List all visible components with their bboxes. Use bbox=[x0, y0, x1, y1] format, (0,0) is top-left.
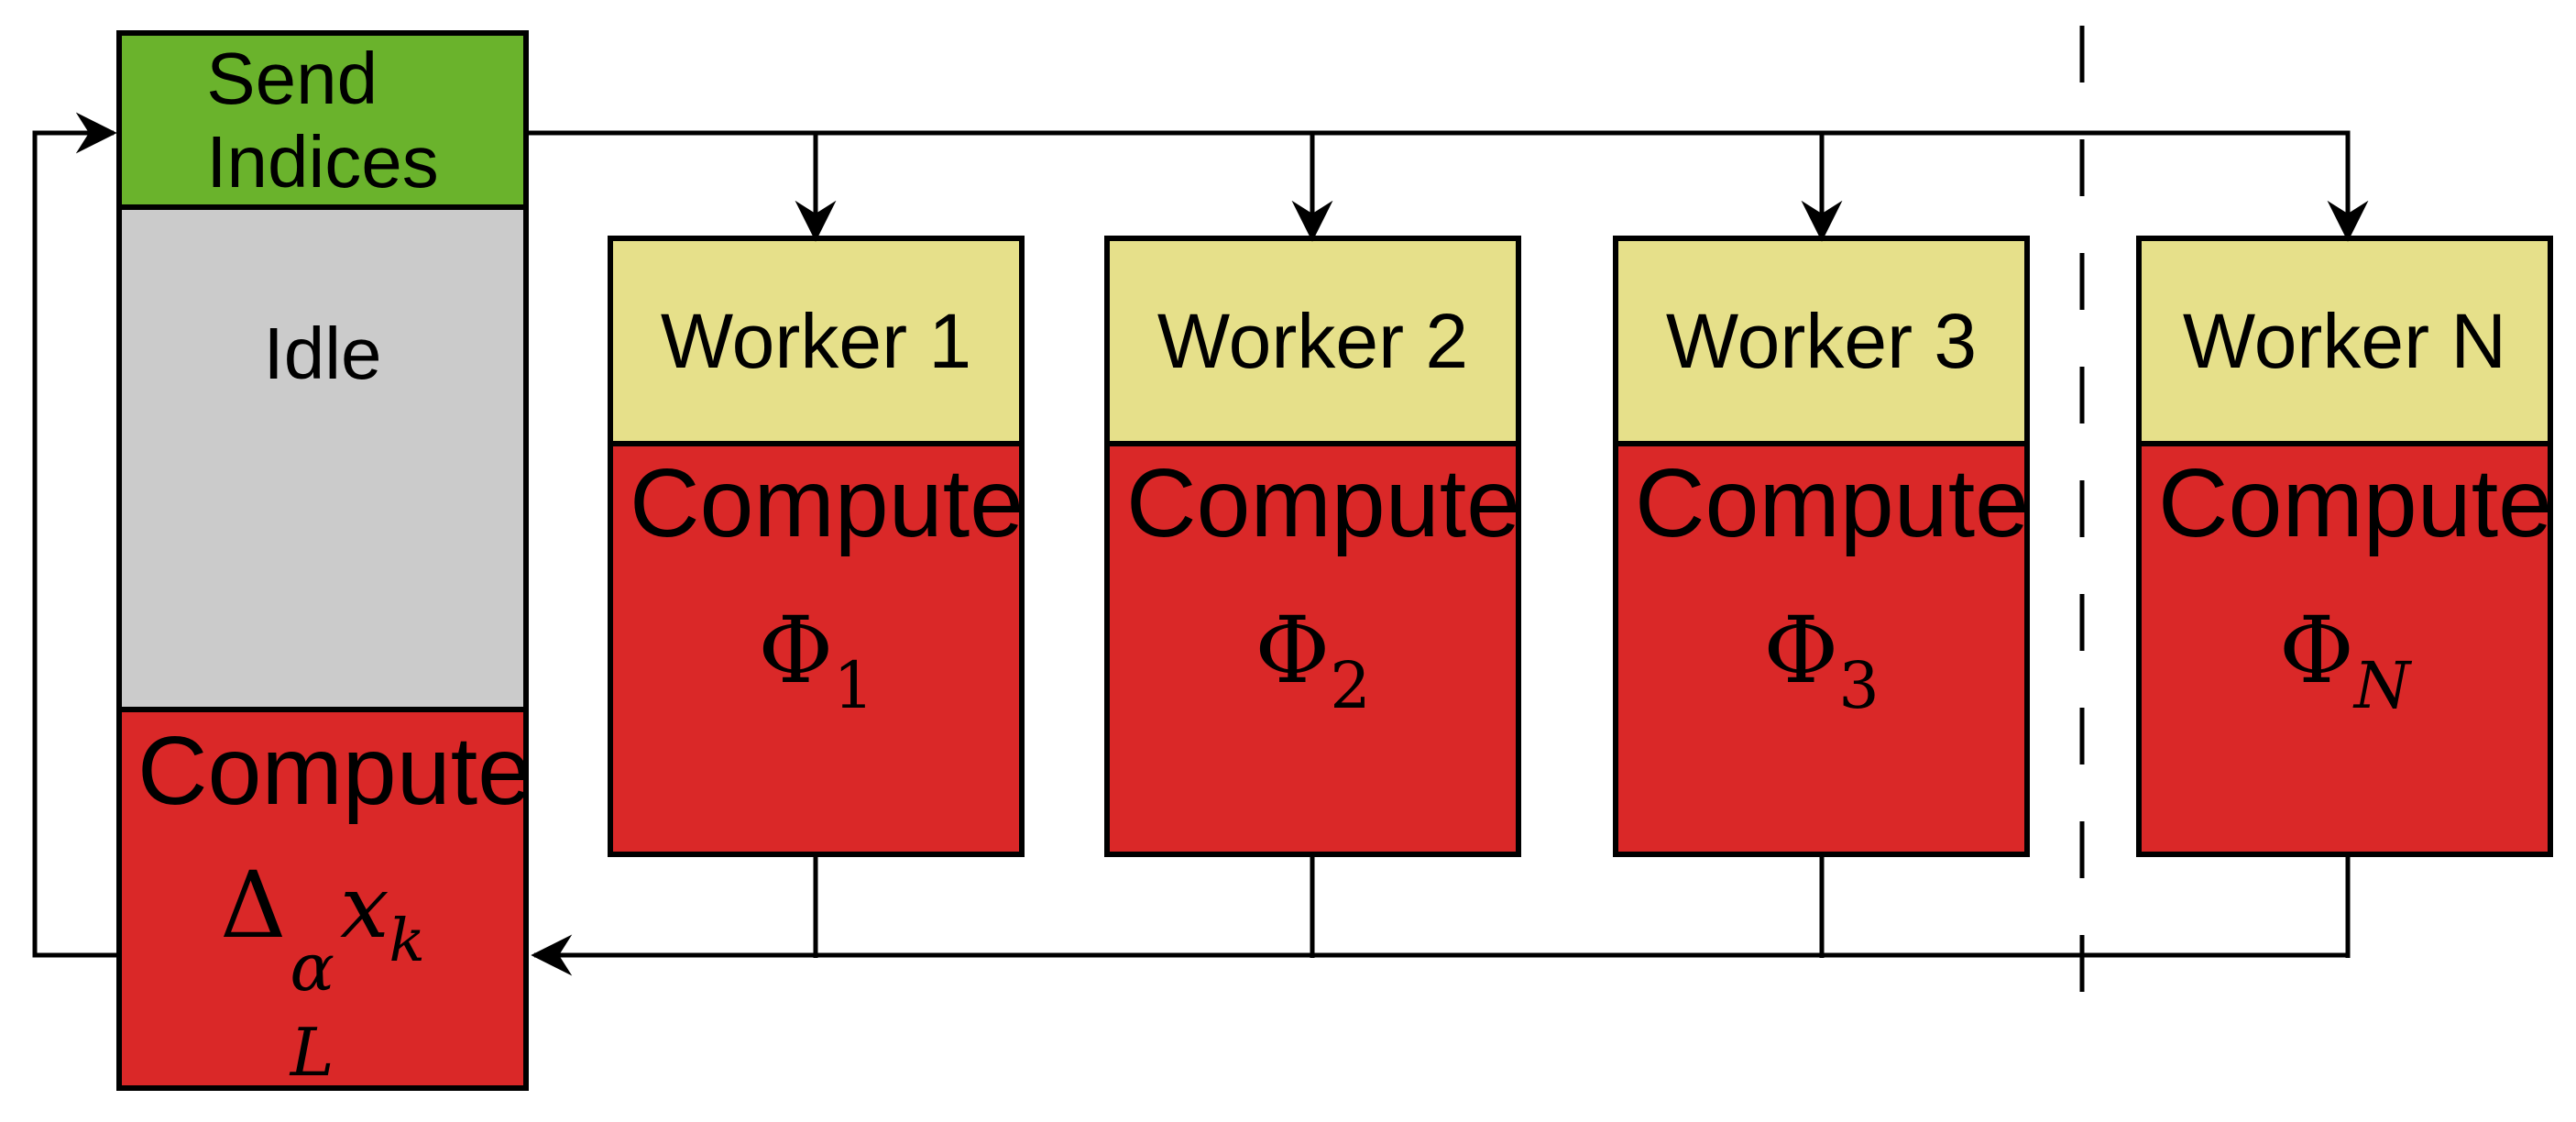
worker-1-phi-formula: Φ1 bbox=[613, 597, 1019, 723]
master-idle-section: Idle bbox=[122, 210, 523, 712]
delta-symbol: Δ bbox=[220, 852, 287, 959]
worker-2-compute-section: Compute Φ2 bbox=[1110, 446, 1521, 723]
worker-2-label: Worker 2 bbox=[1156, 297, 1469, 384]
worker-n-label: Worker N bbox=[2182, 297, 2507, 384]
phi-symbol: Φ bbox=[2278, 597, 2354, 704]
worker-3-label: Worker 3 bbox=[1665, 297, 1978, 384]
worker-2-header: Worker 2 bbox=[1110, 241, 1516, 446]
k-subscript: k bbox=[389, 907, 425, 975]
l-subscript: L bbox=[290, 1014, 334, 1091]
distribution-line bbox=[527, 130, 2369, 242]
worker-3-phi-formula: Φ3 bbox=[1618, 597, 2024, 723]
worker-n-compute-section: Compute ΦN bbox=[2142, 446, 2553, 723]
x-variable: x bbox=[339, 857, 389, 958]
worker-1-label: Worker 1 bbox=[660, 297, 972, 384]
phi-subscript: 3 bbox=[1838, 648, 1880, 723]
worker-3-header: Worker 3 bbox=[1618, 241, 2024, 446]
send-indices-label: Send Indices bbox=[206, 37, 438, 204]
worker-1-box: Worker 1 Compute Φ1 bbox=[608, 236, 1025, 857]
alpha-superscript: α bbox=[290, 929, 334, 1006]
master-compute-label: Compute bbox=[137, 717, 532, 825]
phi-symbol: Φ bbox=[758, 597, 834, 704]
worker-3-compute-section: Compute Φ3 bbox=[1618, 446, 2030, 723]
phi-symbol: Φ bbox=[1255, 597, 1331, 704]
worker-1-compute-section: Compute Φ1 bbox=[613, 446, 1025, 723]
worker-n-box: Worker N Compute ΦN bbox=[2136, 236, 2553, 857]
phi-symbol: Φ bbox=[1763, 597, 1839, 704]
phi-subscript: N bbox=[2353, 648, 2411, 723]
worker-2-phi-formula: Φ2 bbox=[1110, 597, 1516, 723]
worker-n-phi-formula: ΦN bbox=[2142, 597, 2548, 723]
worker-n-compute-label: Compute bbox=[2158, 449, 2553, 557]
send-indices-line1: Send bbox=[206, 38, 378, 120]
worker-2-box: Worker 2 Compute Φ2 bbox=[1104, 236, 1521, 857]
worker-1-compute-label: Compute bbox=[630, 449, 1025, 557]
phi-subscript: 1 bbox=[833, 648, 874, 723]
worker-1-header: Worker 1 bbox=[613, 241, 1019, 446]
send-indices-line2: Indices bbox=[206, 121, 439, 204]
feedback-loop-line bbox=[32, 112, 119, 958]
idle-label: Idle bbox=[263, 313, 382, 395]
master-send-indices-section: Send Indices bbox=[122, 36, 523, 211]
worker-3-box: Worker 3 Compute Φ3 bbox=[1613, 236, 2030, 857]
phi-subscript: 2 bbox=[1330, 648, 1371, 723]
worker-n-header: Worker N bbox=[2142, 241, 2548, 446]
worker-3-compute-label: Compute bbox=[1635, 449, 2030, 557]
worker-2-compute-label: Compute bbox=[1126, 449, 1521, 557]
